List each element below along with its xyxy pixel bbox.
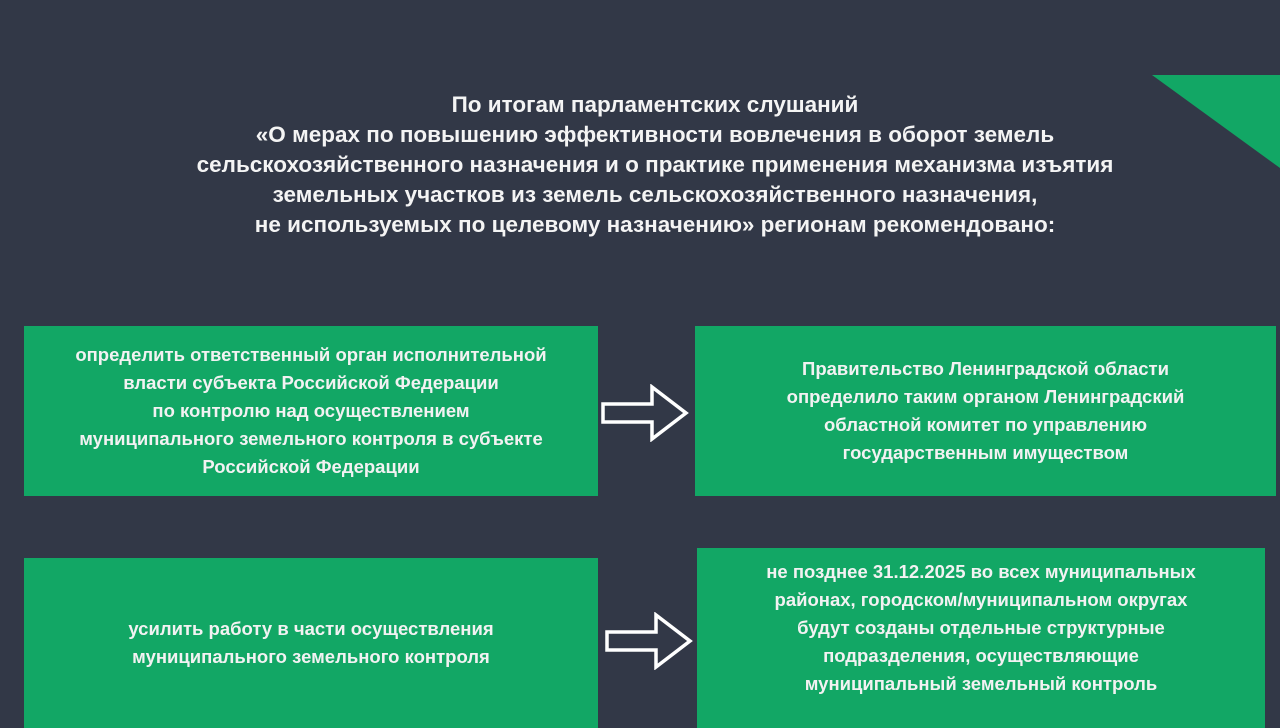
result-box-2: не позднее 31.12.2025 во всех муниципаль… (697, 548, 1265, 728)
box-text-line: определить ответственный орган исполните… (75, 344, 547, 365)
box-text-line: областной комитет по управлению (823, 414, 1148, 435)
title-line: «О мерах по повышению эффективности вовл… (255, 122, 1055, 147)
box-text-line: районах, городском/муниципальном округах (774, 589, 1188, 610)
title-line: По итогам парламентских слушаний (451, 92, 859, 117)
box-text-line: усилить работу в части осуществления (128, 618, 494, 639)
page-title: По итогам парламентских слушаний «О мера… (60, 90, 1250, 240)
recommendation-box-1: определить ответственный орган исполните… (24, 326, 598, 496)
box-text-line: муниципального земельного контроля в суб… (79, 428, 543, 449)
result-box-1: Правительство Ленинградской области опре… (695, 326, 1276, 496)
box-text-line: государственным имуществом (842, 442, 1129, 463)
box-text-line: не позднее 31.12.2025 во всех муниципаль… (766, 561, 1196, 582)
box-text-line: будут созданы отдельные структурные (797, 617, 1165, 638)
box-text-line: власти субъекта Российской Федерации (123, 372, 499, 393)
box-text-line: определило таким органом Ленинградский (786, 386, 1185, 407)
title-line: не используемых по целевому назначению» … (254, 212, 1056, 237)
arrow-right-icon (605, 612, 693, 670)
title-line: земельных участков из земель сельскохозя… (272, 182, 1038, 207)
box-text-line: Правительство Ленинградской области (802, 358, 1169, 379)
box-text-line: муниципального земельного контроля (132, 646, 490, 667)
box-text-line: муниципальный земельный контроль (804, 673, 1158, 694)
box-text-line: Российской Федерации (202, 456, 420, 477)
box-text-line: по контролю над осуществлением (152, 400, 470, 421)
recommendation-box-2: усилить работу в части осуществления мун… (24, 558, 598, 728)
box-text-line: подразделения, осуществляющие (823, 645, 1139, 666)
arrow-right-icon (601, 384, 689, 442)
title-line: сельскохозяйственного назначения и о пра… (196, 152, 1114, 177)
